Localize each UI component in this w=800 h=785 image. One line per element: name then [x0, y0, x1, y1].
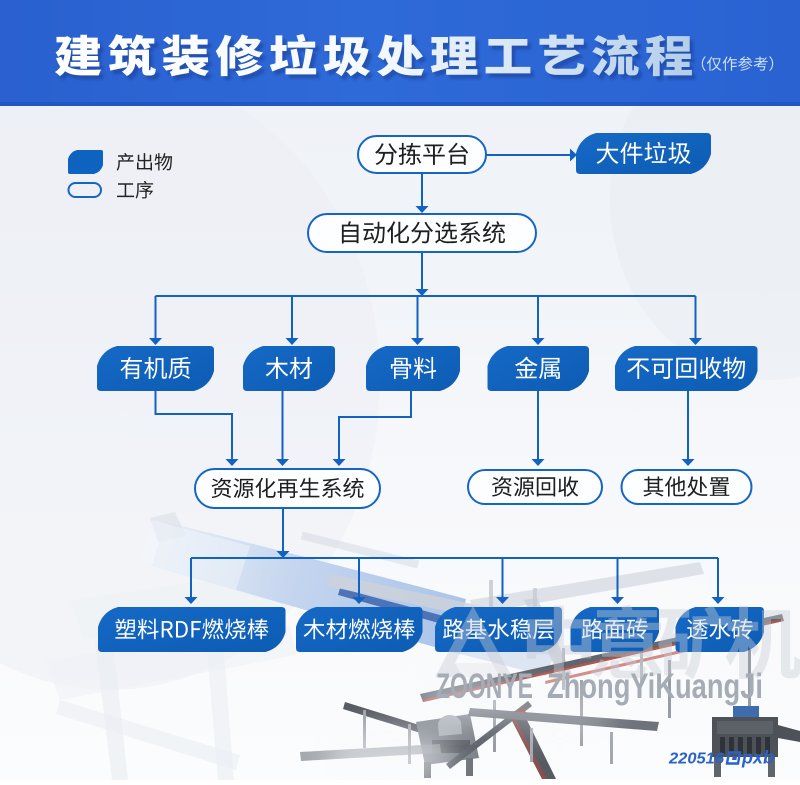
svg-text:pxb: pxb [741, 748, 774, 768]
svg-text:220516: 220516 [668, 751, 724, 768]
svg-text:ZOONYE: ZOONYE [436, 667, 533, 706]
svg-text:ZhongYiKuangJi: ZhongYiKuangJi [547, 667, 763, 706]
